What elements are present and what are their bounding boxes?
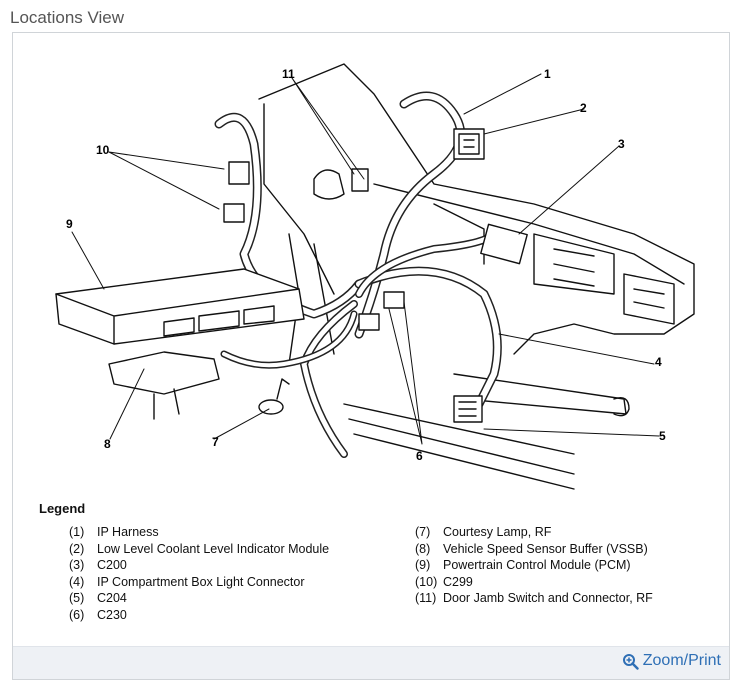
callout-11: 11 — [282, 67, 295, 81]
legend-item: (8)Vehicle Speed Sensor Buffer (VSSB) — [415, 541, 648, 556]
legend-item: (1)IP Harness — [69, 525, 159, 539]
diagram-frame: 1 2 3 4 5 6 7 8 9 10 11 Legend (1)IP Har… — [12, 32, 730, 680]
legend-item: (4)IP Compartment Box Light Connector — [69, 574, 305, 589]
legend-item: (5)C204 — [69, 591, 127, 605]
c204-connector — [453, 395, 483, 423]
c200-connector — [480, 223, 528, 265]
door-jamb-switch — [351, 168, 369, 192]
legend-item: (11)Door Jamb Switch and Connector, RF — [415, 591, 653, 605]
callout-1: 1 — [544, 67, 551, 81]
callout-7: 7 — [212, 435, 219, 449]
c230-connector-b — [358, 313, 380, 331]
zoom-print-label: Zoom/Print — [642, 652, 721, 669]
footer-bar: Zoom/Print — [13, 646, 729, 679]
callout-8: 8 — [104, 437, 111, 451]
legend-item: (9)Powertrain Control Module (PCM) — [415, 558, 631, 572]
c299-connector-upper — [228, 161, 250, 185]
callout-5: 5 — [659, 429, 666, 443]
legend-right-column: (7)Courtesy Lamp, RF (8)Vehicle Speed Se… — [415, 524, 653, 607]
legend-item: (6)C230 — [69, 607, 127, 622]
c230-connector-a — [383, 291, 405, 309]
legend-title: Legend — [39, 501, 86, 516]
legend-item: (10)C299 — [415, 574, 473, 589]
callout-9: 9 — [66, 217, 73, 231]
dash-panel-lines — [258, 63, 695, 355]
legend-left-column: (1)IP Harness (2)Low Level Coolant Level… — [69, 524, 329, 623]
callout-6: 6 — [416, 449, 423, 463]
callout-2: 2 — [580, 101, 587, 115]
callout-4: 4 — [655, 355, 662, 369]
legend-item: (2)Low Level Coolant Level Indicator Mod… — [69, 541, 330, 556]
callout-3: 3 — [618, 137, 625, 151]
c299-connector-lower — [223, 203, 245, 223]
vssb-module — [108, 351, 220, 395]
page-title: Locations View — [10, 8, 125, 27]
wiring-diagram: 1 2 3 4 5 6 7 8 9 10 11 — [55, 63, 695, 490]
callout-10: 10 — [96, 143, 110, 157]
legend-item: (7)Courtesy Lamp, RF — [415, 525, 552, 539]
legend-item: (3)C200 — [69, 558, 127, 572]
magnifier-plus-icon — [622, 653, 639, 670]
zoom-print-link[interactable]: Zoom/Print — [622, 652, 721, 670]
courtesy-lamp — [258, 399, 284, 415]
